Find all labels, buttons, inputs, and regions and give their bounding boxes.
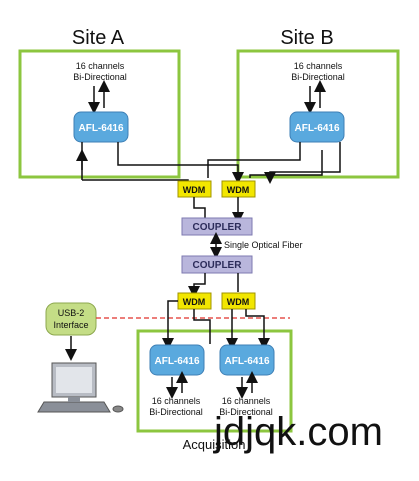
wdm-top-right-label: WDM — [227, 185, 250, 195]
usb-line1: USB-2 — [58, 308, 85, 318]
computer-icon — [37, 362, 124, 413]
coupler-top-label: COUPLER — [193, 222, 243, 233]
wdm-bottom-left-label: WDM — [183, 297, 206, 307]
site-a-mode: Bi-Directional — [73, 72, 127, 82]
acq-left-mode: Bi-Directional — [149, 407, 203, 417]
site-b-board-label: AFL-6416 — [294, 123, 339, 134]
link-a-2 — [82, 179, 189, 184]
site-b-title: Site B — [280, 27, 333, 49]
coupler-bottom — [181, 255, 253, 274]
acquisition-box — [136, 329, 293, 433]
wdm-coupler-link-1 — [193, 197, 206, 218]
site-b-box — [236, 49, 400, 179]
site-a-board-label: AFL-6416 — [78, 123, 123, 134]
acquisition-title: Acquisition — [183, 437, 246, 452]
site-b-channels: 16 channels — [294, 61, 343, 71]
usb-line2: Interface — [53, 320, 88, 330]
acq-right-mode: Bi-Directional — [219, 407, 273, 417]
acq-board-right-label: AFL-6416 — [224, 356, 269, 367]
site-a-channels: 16 channels — [76, 61, 125, 71]
wdm-bottom-right — [221, 292, 256, 310]
site-b-board — [289, 111, 345, 143]
coupler-bottom-label: COUPLER — [193, 260, 243, 271]
link-a-3 — [117, 142, 244, 184]
wdm-bottom-right-label: WDM — [227, 297, 250, 307]
usb-interface-box — [45, 302, 97, 336]
link-b-3 — [249, 150, 323, 178]
acq-link-1 — [162, 300, 178, 350]
acq-link-2 — [193, 309, 211, 344]
site-b-mode: Bi-Directional — [291, 72, 345, 82]
acq-board-left-label: AFL-6416 — [154, 356, 199, 367]
fiber-label: Single Optical Fiber — [224, 240, 303, 250]
site-a-box — [18, 49, 181, 179]
wdm-top-left-label: WDM — [183, 185, 206, 195]
link-b-2 — [207, 142, 301, 178]
site-a-board — [73, 111, 129, 143]
acq-right-channels: 16 channels — [222, 396, 271, 406]
acq-left-channels: 16 channels — [152, 396, 201, 406]
watermark-text: jdjqk.com — [214, 410, 383, 454]
acq-link-4 — [245, 309, 270, 350]
coupler-wdm-link-1 — [188, 273, 206, 298]
site-a-title: Site A — [72, 27, 125, 49]
